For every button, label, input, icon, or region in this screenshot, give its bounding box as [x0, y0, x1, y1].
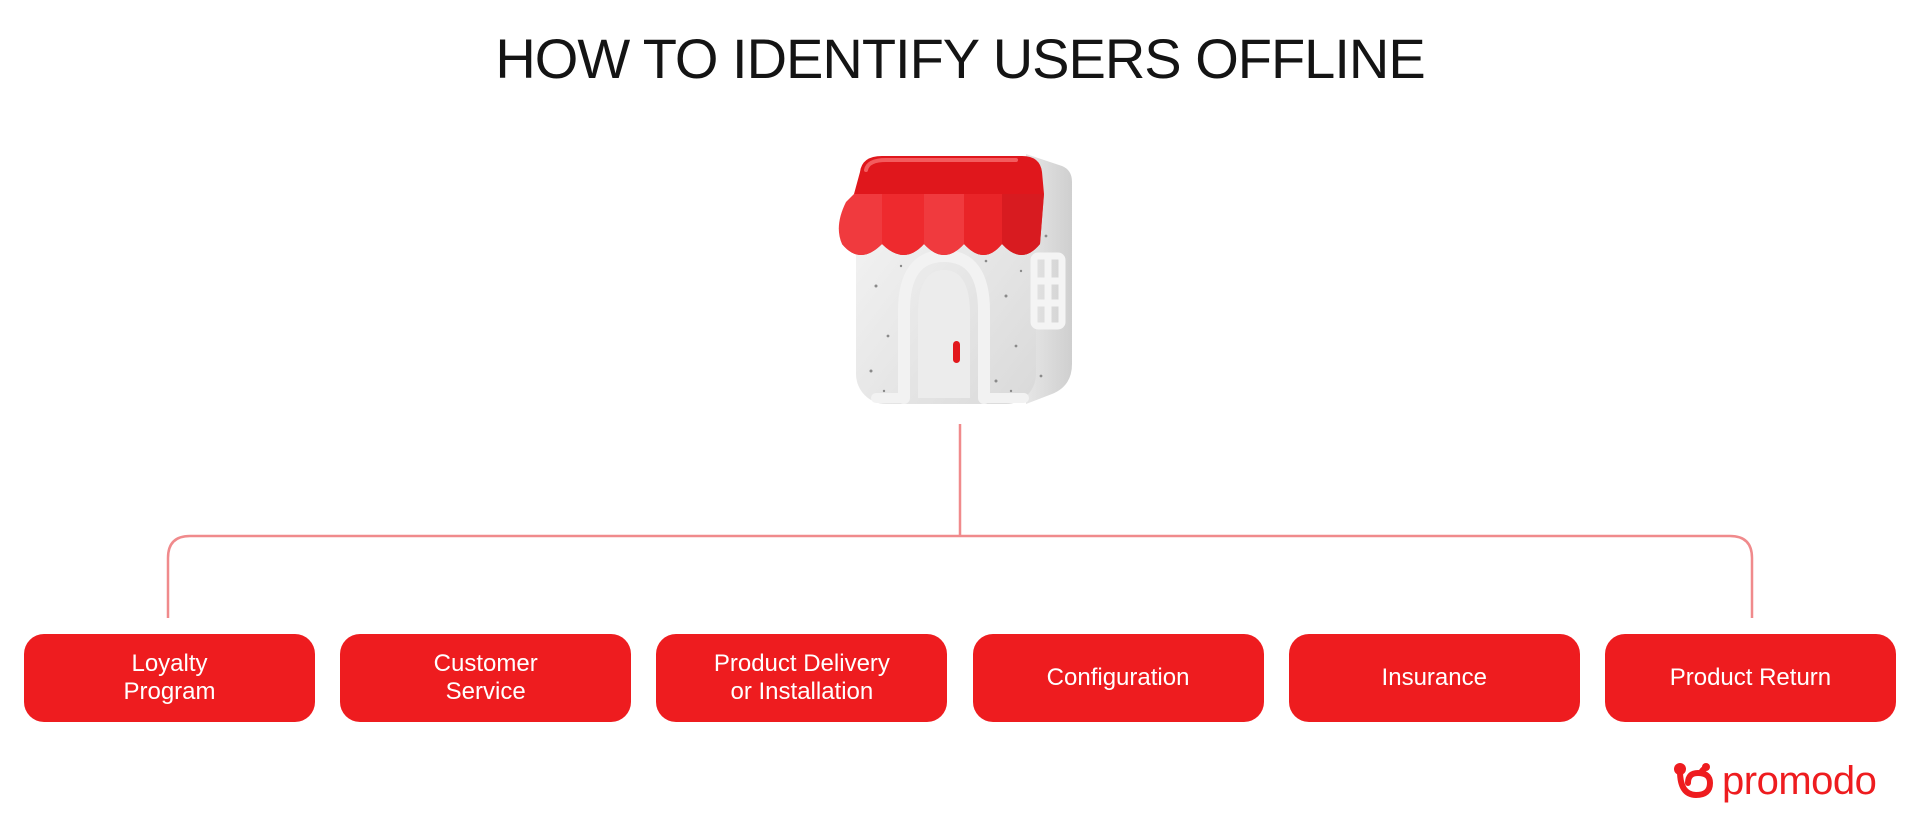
- branch-card-loyalty-program: Loyalty Program: [24, 634, 315, 722]
- page-title: HOW TO IDENTIFY USERS OFFLINE: [495, 27, 1425, 90]
- storefront-icon: [838, 154, 1072, 404]
- branch-row: Loyalty Program Customer Service Product…: [24, 634, 1896, 722]
- branch-card-insurance: Insurance: [1288, 634, 1580, 722]
- promodo-logo-icon: [1674, 763, 1714, 799]
- branch-card-customer-service: Customer Service: [340, 634, 632, 722]
- branch-card-product-return: Product Return: [1604, 634, 1896, 722]
- branch-card-configuration: Configuration: [972, 634, 1264, 722]
- brand-name: promodo: [1722, 759, 1877, 803]
- brand-logo: promodo: [1672, 758, 1877, 804]
- branch-card-product-delivery: Product Delivery or Installation: [656, 634, 948, 722]
